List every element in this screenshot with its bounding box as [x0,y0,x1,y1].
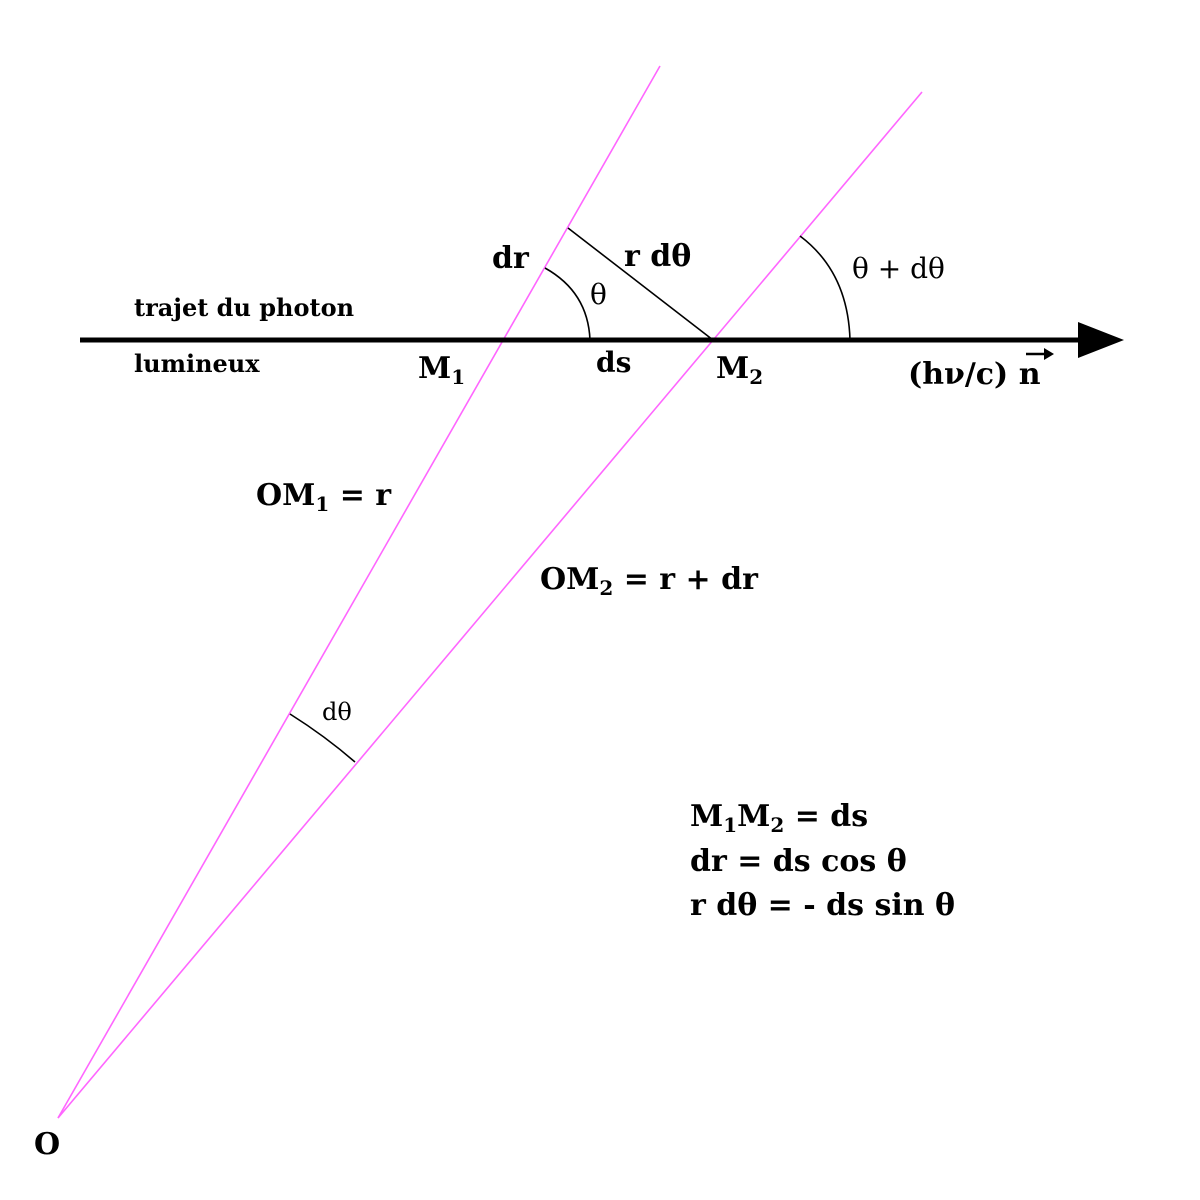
photon-path-label-line1: trajet du photon [134,293,354,322]
theta-label: θ [590,278,607,311]
unit-vector-n: n [1019,357,1041,392]
r-dtheta-segment [567,227,714,341]
photon-path-label-line2: lumineux [134,349,260,378]
om2-label: OM2 = r + dr [540,562,759,600]
origin-label: O [34,1127,60,1162]
m1-label: M1 [418,351,465,389]
equation-m1m2: M1M2 = ds [690,799,868,837]
vector-arrow-head [1044,348,1054,360]
ds-label: ds [596,346,631,379]
m2-label: M2 [716,351,763,389]
equation-dr: dr = ds cos θ [690,844,907,879]
momentum-label: (hν/c) n [908,357,1041,392]
om1-label: OM1 = r [256,478,392,516]
ray-om2 [57,91,923,1119]
dr-label: dr [492,241,530,276]
equation-r-dtheta: r dθ = - ds sin θ [690,888,955,923]
photon-path-arrowhead [1078,322,1124,358]
dtheta-arc [289,713,356,763]
theta-plus-dtheta-arc [799,235,851,341]
r-dtheta-label: r dθ [624,239,691,274]
ray-om1 [57,65,661,1119]
theta-plus-dtheta-label: θ + dθ [852,252,945,285]
theta-arc [544,267,591,341]
dtheta-label: dθ [322,698,352,726]
